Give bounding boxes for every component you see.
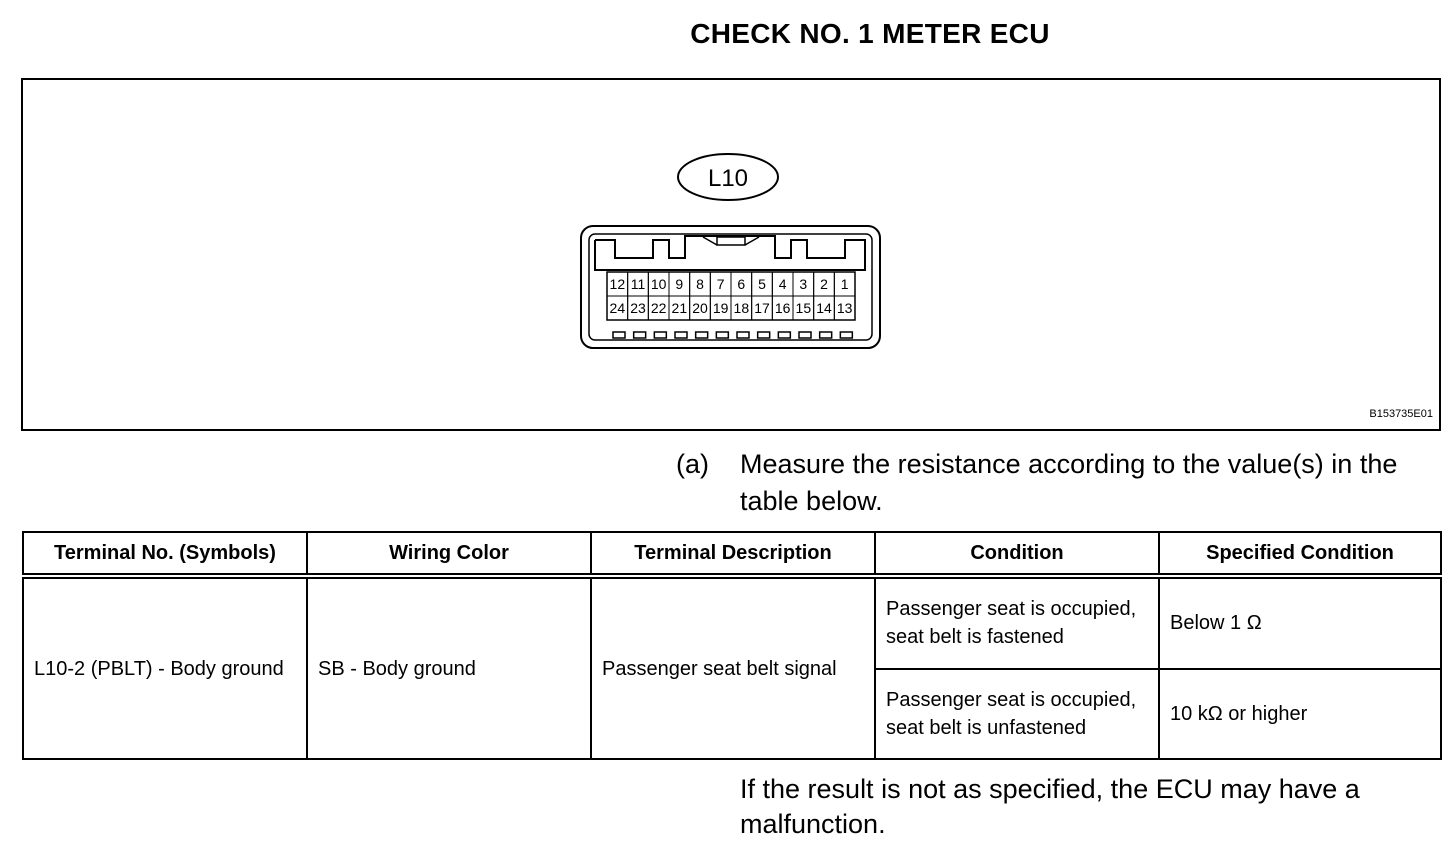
pin-number: 3 <box>799 276 807 292</box>
pin-number: 6 <box>737 276 745 292</box>
pin-number: 9 <box>675 276 683 292</box>
pin-number: 18 <box>734 300 750 316</box>
header-terminal-description: Terminal Description <box>590 531 876 579</box>
connector-tooth <box>694 331 709 339</box>
cell-specified-condition: Below 1 Ω <box>1158 575 1442 670</box>
table-header-row: Terminal No. (Symbols) Wiring Color Term… <box>22 531 1442 579</box>
connector-tooth <box>612 331 626 339</box>
connector-tooth <box>653 331 668 339</box>
pin-number: 20 <box>692 300 708 316</box>
pin-number: 11 <box>631 276 646 292</box>
table-row: L10-2 (PBLT) - Body ground SB - Body gro… <box>22 575 1442 760</box>
connector-tooth <box>818 331 833 339</box>
connector-tooth <box>777 331 792 339</box>
lock-tab <box>716 236 746 246</box>
connector-label-ellipse <box>677 153 779 201</box>
step-marker: (a) <box>676 449 709 479</box>
page-title: CHECK NO. 1 METER ECU <box>690 18 1050 49</box>
pin-number: 8 <box>696 276 704 292</box>
connector-tooth <box>798 331 812 339</box>
pin-number: 4 <box>779 276 787 292</box>
pin-number: 14 <box>816 300 832 316</box>
pin-number: 1 <box>841 276 849 292</box>
connector-tooth <box>756 331 771 339</box>
pin-number: 15 <box>796 300 812 316</box>
pin-number: 5 <box>758 276 766 292</box>
pin-cell <box>833 295 856 321</box>
pin-number: 23 <box>630 300 646 316</box>
connector-tooth <box>839 331 854 339</box>
pin-number: 24 <box>610 300 626 316</box>
table-row: Passenger seat is occupied, seat belt is… <box>23 667 1442 761</box>
cell-wiring-color: SB - Body ground <box>306 575 592 760</box>
header-wiring-color: Wiring Color <box>306 531 592 579</box>
connector-profile <box>594 235 866 271</box>
cell-condition: Passenger seat is occupied, seat belt is… <box>874 575 1160 670</box>
header-terminal: Terminal No. (Symbols) <box>22 531 308 579</box>
header-condition: Condition <box>874 531 1160 579</box>
pin-number: 16 <box>775 300 791 316</box>
header-specified-condition: Specified Condition <box>1158 531 1442 579</box>
result-note: If the result is not as specified, the E… <box>740 774 1360 839</box>
cell-terminal-description: Passenger seat belt signal <box>590 575 876 760</box>
pin-number: 12 <box>610 276 626 292</box>
connector-tooth <box>674 331 688 339</box>
pin-number: 19 <box>713 300 729 316</box>
cell-condition: Passenger seat is occupied, seat belt is… <box>874 667 1160 761</box>
pin-number: 21 <box>672 300 688 316</box>
cell-specified-condition: 10 kΩ or higher <box>1158 667 1442 761</box>
pin-number: 22 <box>651 300 667 316</box>
pin-number: 7 <box>717 276 725 292</box>
connector-label: L10 <box>708 165 748 192</box>
figure-id: B153735E01 <box>1369 408 1433 420</box>
pin-number: 10 <box>651 276 667 292</box>
connector-tooth <box>632 331 647 339</box>
pin-number: 13 <box>837 300 853 316</box>
specification-table: Terminal No. (Symbols) Wiring Color Term… <box>22 531 1442 761</box>
pin-number: 2 <box>820 276 828 292</box>
pin-number: 17 <box>754 300 770 316</box>
step-text: Measure the resistance according to the … <box>740 449 1398 516</box>
connector-tooth <box>736 331 750 339</box>
connector-tooth <box>715 331 730 339</box>
cell-terminal: L10-2 (PBLT) - Body ground <box>22 575 308 760</box>
